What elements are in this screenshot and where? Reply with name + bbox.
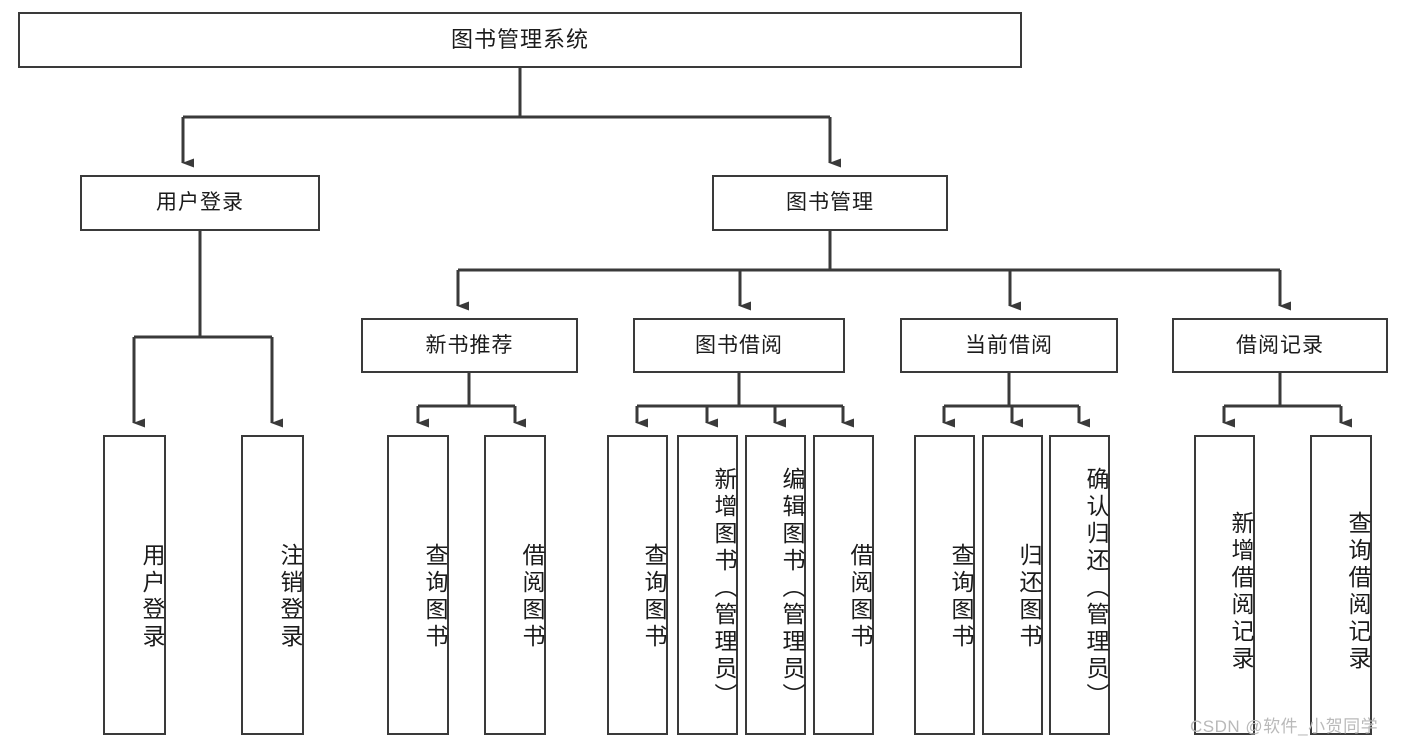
node-leaf-query-record-label: 查询借阅记录 [1345, 511, 1371, 673]
node-root[interactable]: 图书管理系统 [18, 12, 1022, 68]
node-leaf-confirm-return[interactable]: 确认归还（管理员） [1049, 435, 1110, 735]
node-leaf-borrow-book-1-label: 借阅图书 [519, 543, 545, 651]
node-current-borrow[interactable]: 当前借阅 [900, 318, 1118, 373]
node-leaf-logout[interactable]: 注销登录 [241, 435, 304, 735]
node-leaf-borrow-book-2-label: 借阅图书 [847, 543, 873, 651]
node-leaf-add-book[interactable]: 新增图书（管理员） [677, 435, 738, 735]
node-book-borrow-label: 图书借阅 [695, 333, 783, 357]
node-borrow-record-label: 借阅记录 [1236, 333, 1324, 357]
node-borrow-record[interactable]: 借阅记录 [1172, 318, 1388, 373]
node-book-borrow[interactable]: 图书借阅 [633, 318, 845, 373]
node-leaf-edit-book[interactable]: 编辑图书（管理员） [745, 435, 806, 735]
node-leaf-logout-label: 注销登录 [277, 543, 303, 651]
node-new-book-recommend[interactable]: 新书推荐 [361, 318, 578, 373]
node-leaf-user-login-label: 用户登录 [139, 543, 165, 651]
node-leaf-add-record[interactable]: 新增借阅记录 [1194, 435, 1255, 735]
node-leaf-return-book-label: 归还图书 [1016, 543, 1042, 651]
node-leaf-add-book-label: 新增图书（管理员） [711, 466, 737, 710]
node-leaf-add-record-label: 新增借阅记录 [1228, 511, 1254, 673]
node-leaf-query-record[interactable]: 查询借阅记录 [1310, 435, 1372, 735]
node-leaf-query-book-1[interactable]: 查询图书 [387, 435, 449, 735]
node-current-borrow-label: 当前借阅 [965, 333, 1053, 357]
node-book-manage[interactable]: 图书管理 [712, 175, 948, 231]
node-leaf-query-book-3[interactable]: 查询图书 [914, 435, 975, 735]
node-user-login[interactable]: 用户登录 [80, 175, 320, 231]
node-leaf-query-book-1-label: 查询图书 [422, 543, 448, 651]
node-leaf-edit-book-label: 编辑图书（管理员） [779, 466, 805, 710]
node-leaf-user-login[interactable]: 用户登录 [103, 435, 166, 735]
node-leaf-borrow-book-2[interactable]: 借阅图书 [813, 435, 874, 735]
node-user-login-label: 用户登录 [156, 191, 244, 215]
node-leaf-confirm-return-label: 确认归还（管理员） [1083, 466, 1109, 710]
node-new-book-recommend-label: 新书推荐 [425, 333, 514, 357]
node-leaf-borrow-book-1[interactable]: 借阅图书 [484, 435, 546, 735]
node-root-label: 图书管理系统 [450, 26, 589, 52]
csdn-watermark: CSDN @软件_小贺同学 [1190, 717, 1379, 736]
node-book-manage-label: 图书管理 [786, 191, 874, 215]
node-leaf-query-book-2-label: 查询图书 [641, 543, 667, 651]
node-leaf-query-book-2[interactable]: 查询图书 [607, 435, 668, 735]
node-leaf-query-book-3-label: 查询图书 [948, 543, 974, 651]
node-leaf-return-book[interactable]: 归还图书 [982, 435, 1043, 735]
